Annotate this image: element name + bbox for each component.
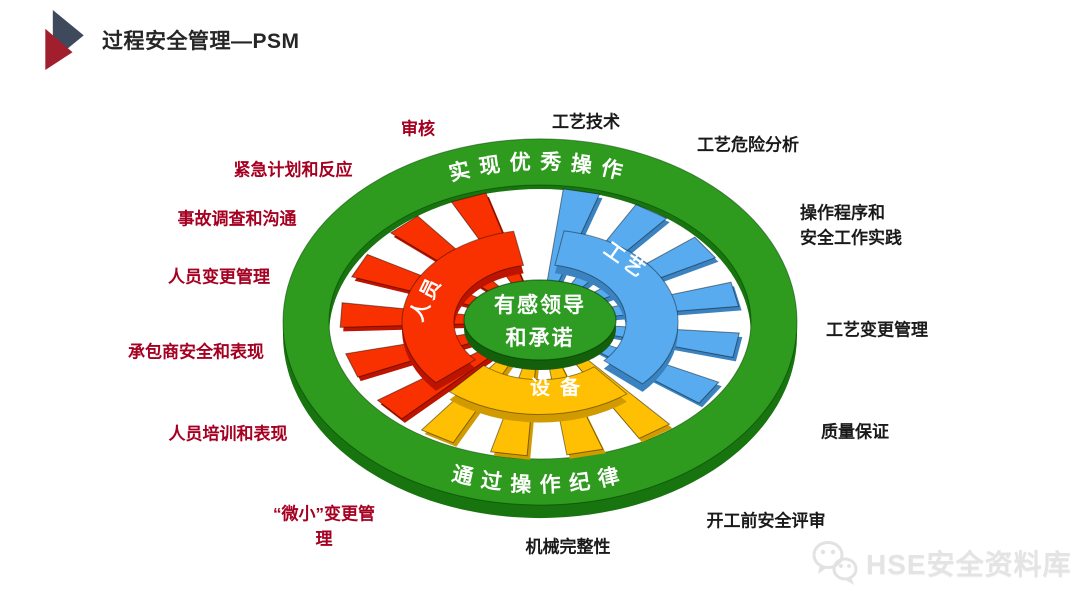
band-equipment — [448, 364, 628, 415]
sector-label-equipment: 设备 — [530, 375, 590, 399]
label-minor-moc-line1: “微小”变更管 — [273, 504, 375, 524]
band-process — [554, 230, 679, 385]
slide-logo-icon — [45, 10, 84, 70]
label-process-technology: 工艺技术 — [552, 112, 620, 132]
wheel-center-line1: 有感领导 — [494, 293, 586, 317]
label-pre-startup-review: 开工前安全评审 — [706, 511, 826, 531]
label-emergency-planning: 紧急计划和反应 — [233, 160, 353, 180]
slide-header: 过程安全管理—PSM — [42, 10, 300, 70]
label-operating-procedures-line2: 安全工作实践 — [800, 228, 902, 247]
wheel-ring — [282, 138, 798, 506]
page-title: 过程安全管理—PSM — [102, 30, 300, 53]
label-personnel-training: 人员培训和表现 — [168, 424, 288, 444]
band-people — [401, 230, 525, 384]
wheel-center-line2: 和承诺 — [506, 326, 575, 350]
watermark-text: HSE安全资料库 — [866, 549, 1072, 580]
wechat-icon — [812, 541, 858, 585]
wheel-hub — [463, 279, 617, 361]
label-operating-procedures: 操作程序和 安全工作实践 — [800, 201, 902, 250]
label-quality-assurance: 质量保证 — [821, 422, 889, 442]
label-incident-investigation: 事故调查和沟通 — [177, 209, 297, 229]
label-contractor-safety: 承包商安全和表现 — [128, 342, 264, 362]
label-audit: 审核 — [401, 119, 435, 139]
label-mechanical-integrity: 机械完整性 — [525, 537, 611, 557]
label-minor-moc-line2: 理 — [315, 529, 333, 548]
label-operating-procedures-line1: 操作程序和 — [800, 203, 885, 223]
label-minor-moc: “微小”变更管 理 — [273, 502, 375, 551]
label-personnel-moc: 人员变更管理 — [168, 267, 270, 287]
wheel-shapes — [282, 138, 798, 519]
watermark: HSE安全资料库 — [810, 538, 1072, 588]
label-process-hazard-analysis: 工艺危险分析 — [697, 135, 799, 155]
label-process-moc: 工艺变更管理 — [826, 320, 928, 340]
